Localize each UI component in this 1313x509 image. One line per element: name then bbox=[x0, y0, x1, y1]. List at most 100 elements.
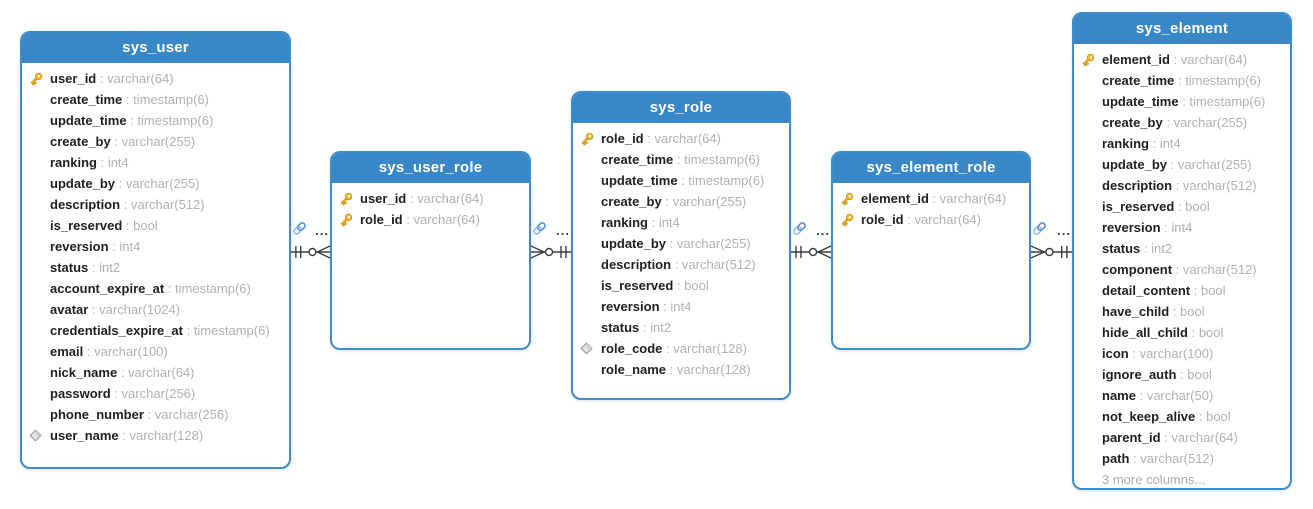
column-row[interactable]: credentials_expire_at : timestamp(6) bbox=[28, 320, 285, 341]
column-row[interactable]: email : varchar(100) bbox=[28, 341, 285, 362]
link-icon bbox=[1032, 221, 1047, 241]
relation-sys_user-sys_user_role[interactable]: ... bbox=[291, 220, 330, 266]
column-row[interactable]: ignore_auth : bool bbox=[1080, 364, 1286, 385]
column-row[interactable]: ranking : int4 bbox=[1080, 133, 1286, 154]
table-header-sys_element[interactable]: sys_element bbox=[1074, 14, 1290, 44]
relation-sys_user_role-sys_role[interactable]: ... bbox=[531, 220, 571, 266]
column-separator: : bbox=[673, 278, 685, 293]
column-name: credentials_expire_at bbox=[50, 323, 183, 338]
column-type: varchar(255) bbox=[676, 236, 751, 251]
column-row[interactable]: name : varchar(50) bbox=[1080, 385, 1286, 406]
column-row[interactable]: role_name : varchar(128) bbox=[579, 359, 785, 380]
column-row[interactable]: status : int2 bbox=[28, 257, 285, 278]
column-row[interactable]: detail_content : bool bbox=[1080, 280, 1286, 301]
column-row[interactable]: create_time : timestamp(6) bbox=[1080, 70, 1286, 91]
column-row[interactable]: have_child : bool bbox=[1080, 301, 1286, 322]
column-row[interactable]: element_id : varchar(64) bbox=[1080, 49, 1286, 70]
column-row[interactable]: is_reserved : bool bbox=[1080, 196, 1286, 217]
table-columns-sys_user_role: user_id : varchar(64) role_id : varchar(… bbox=[332, 183, 529, 230]
column-separator: : bbox=[126, 113, 138, 128]
column-row[interactable]: create_time : timestamp(6) bbox=[579, 149, 785, 170]
relation-dots: ... bbox=[556, 223, 570, 238]
column-row[interactable]: hide_all_child : bool bbox=[1080, 322, 1286, 343]
column-separator: : bbox=[96, 155, 108, 170]
column-row[interactable]: role_code : varchar(128) bbox=[579, 338, 785, 359]
table-sys_user[interactable]: sys_user user_id : varchar(64)create_tim… bbox=[20, 31, 291, 469]
column-row[interactable]: path : varchar(512) bbox=[1080, 448, 1286, 469]
table-header-sys_user_role[interactable]: sys_user_role bbox=[332, 153, 529, 183]
column-row[interactable]: user_id : varchar(64) bbox=[28, 68, 285, 89]
column-row[interactable]: update_by : varchar(255) bbox=[28, 173, 285, 194]
column-row[interactable]: status : int2 bbox=[579, 317, 785, 338]
key-icon bbox=[839, 191, 861, 207]
column-row[interactable]: role_id : varchar(64) bbox=[839, 209, 1025, 230]
column-row[interactable]: update_by : varchar(255) bbox=[1080, 154, 1286, 175]
column-row[interactable]: parent_id : varchar(64) bbox=[1080, 427, 1286, 448]
column-row[interactable]: update_time : timestamp(6) bbox=[28, 110, 285, 131]
column-row[interactable]: reversion : int4 bbox=[579, 296, 785, 317]
column-row[interactable]: update_by : varchar(255) bbox=[579, 233, 785, 254]
column-row[interactable]: update_time : timestamp(6) bbox=[1080, 91, 1286, 112]
column-row[interactable]: update_time : timestamp(6) bbox=[579, 170, 785, 191]
column-row[interactable]: reversion : int4 bbox=[28, 236, 285, 257]
column-separator: : bbox=[677, 173, 689, 188]
column-type: varchar(64) bbox=[654, 131, 721, 146]
column-separator: : bbox=[110, 134, 122, 149]
diamond-icon bbox=[28, 429, 50, 442]
column-row[interactable]: role_id : varchar(64) bbox=[338, 209, 525, 230]
column-row[interactable]: not_keep_alive : bool bbox=[1080, 406, 1286, 427]
column-row[interactable]: component : varchar(512) bbox=[1080, 259, 1286, 280]
table-header-sys_role[interactable]: sys_role bbox=[573, 93, 789, 123]
column-row[interactable]: is_reserved : bool bbox=[28, 215, 285, 236]
column-name: is_reserved bbox=[1102, 199, 1175, 214]
column-type: varchar(512) bbox=[1182, 178, 1257, 193]
table-sys_role[interactable]: sys_role role_id : varchar(64)create_tim… bbox=[571, 91, 791, 400]
table-sys_element_role[interactable]: sys_element_role element_id : varchar(64… bbox=[831, 151, 1031, 350]
column-row[interactable]: icon : varchar(100) bbox=[1080, 343, 1286, 364]
column-separator: : bbox=[903, 212, 915, 227]
column-type: timestamp(6) bbox=[688, 173, 765, 188]
column-separator: : bbox=[1148, 136, 1160, 151]
table-header-sys_element_role[interactable]: sys_element_role bbox=[833, 153, 1029, 183]
relation-sys_role-sys_element_role[interactable]: ... bbox=[791, 220, 831, 266]
column-separator: : bbox=[1174, 73, 1186, 88]
column-row[interactable]: element_id : varchar(64) bbox=[839, 188, 1025, 209]
column-row[interactable]: description : varchar(512) bbox=[28, 194, 285, 215]
column-name: create_by bbox=[50, 134, 111, 149]
table-sys_user_role[interactable]: sys_user_role user_id : varchar(64) role… bbox=[330, 151, 531, 350]
one-to-many-crowfoot-right bbox=[291, 245, 330, 259]
column-row[interactable]: create_time : timestamp(6) bbox=[28, 89, 285, 110]
column-row[interactable]: user_name : varchar(128) bbox=[28, 425, 285, 446]
column-row[interactable]: status : int2 bbox=[1080, 238, 1286, 259]
column-row[interactable]: nick_name : varchar(64) bbox=[28, 362, 285, 383]
column-row[interactable]: is_reserved : bool bbox=[579, 275, 785, 296]
column-type: timestamp(6) bbox=[133, 92, 209, 107]
column-row[interactable]: role_id : varchar(64) bbox=[579, 128, 785, 149]
column-row[interactable]: create_by : varchar(255) bbox=[28, 131, 285, 152]
column-row[interactable]: ranking : int4 bbox=[28, 152, 285, 173]
column-row[interactable]: create_by : varchar(255) bbox=[579, 191, 785, 212]
column-type: varchar(64) bbox=[1180, 52, 1248, 67]
column-row[interactable]: password : varchar(256) bbox=[28, 383, 285, 404]
column-type: varchar(100) bbox=[1139, 346, 1214, 361]
column-row[interactable]: user_id : varchar(64) bbox=[338, 188, 525, 209]
table-columns-sys_role: role_id : varchar(64)create_time : times… bbox=[573, 123, 789, 380]
one-to-many-crowfoot-left bbox=[1031, 245, 1072, 259]
column-separator: : bbox=[1140, 241, 1152, 256]
more-columns-row[interactable]: 3 more columns... bbox=[1080, 469, 1286, 488]
column-row[interactable]: avatar : varchar(1024) bbox=[28, 299, 285, 320]
column-row[interactable]: reversion : int4 bbox=[1080, 217, 1286, 238]
table-sys_element[interactable]: sys_element element_id : varchar(64)crea… bbox=[1072, 12, 1292, 490]
column-row[interactable]: create_by : varchar(255) bbox=[1080, 112, 1286, 133]
column-row[interactable]: description : varchar(512) bbox=[579, 254, 785, 275]
column-row[interactable]: description : varchar(512) bbox=[1080, 175, 1286, 196]
column-type: varchar(255) bbox=[121, 134, 196, 149]
column-separator: : bbox=[402, 212, 414, 227]
table-header-sys_user[interactable]: sys_user bbox=[22, 33, 289, 63]
relation-sys_element_role-sys_element[interactable]: ... bbox=[1031, 220, 1072, 266]
column-row[interactable]: account_expire_at : timestamp(6) bbox=[28, 278, 285, 299]
key-icon bbox=[839, 212, 861, 228]
column-row[interactable]: ranking : int4 bbox=[579, 212, 785, 233]
column-row[interactable]: phone_number : varchar(256) bbox=[28, 404, 285, 425]
